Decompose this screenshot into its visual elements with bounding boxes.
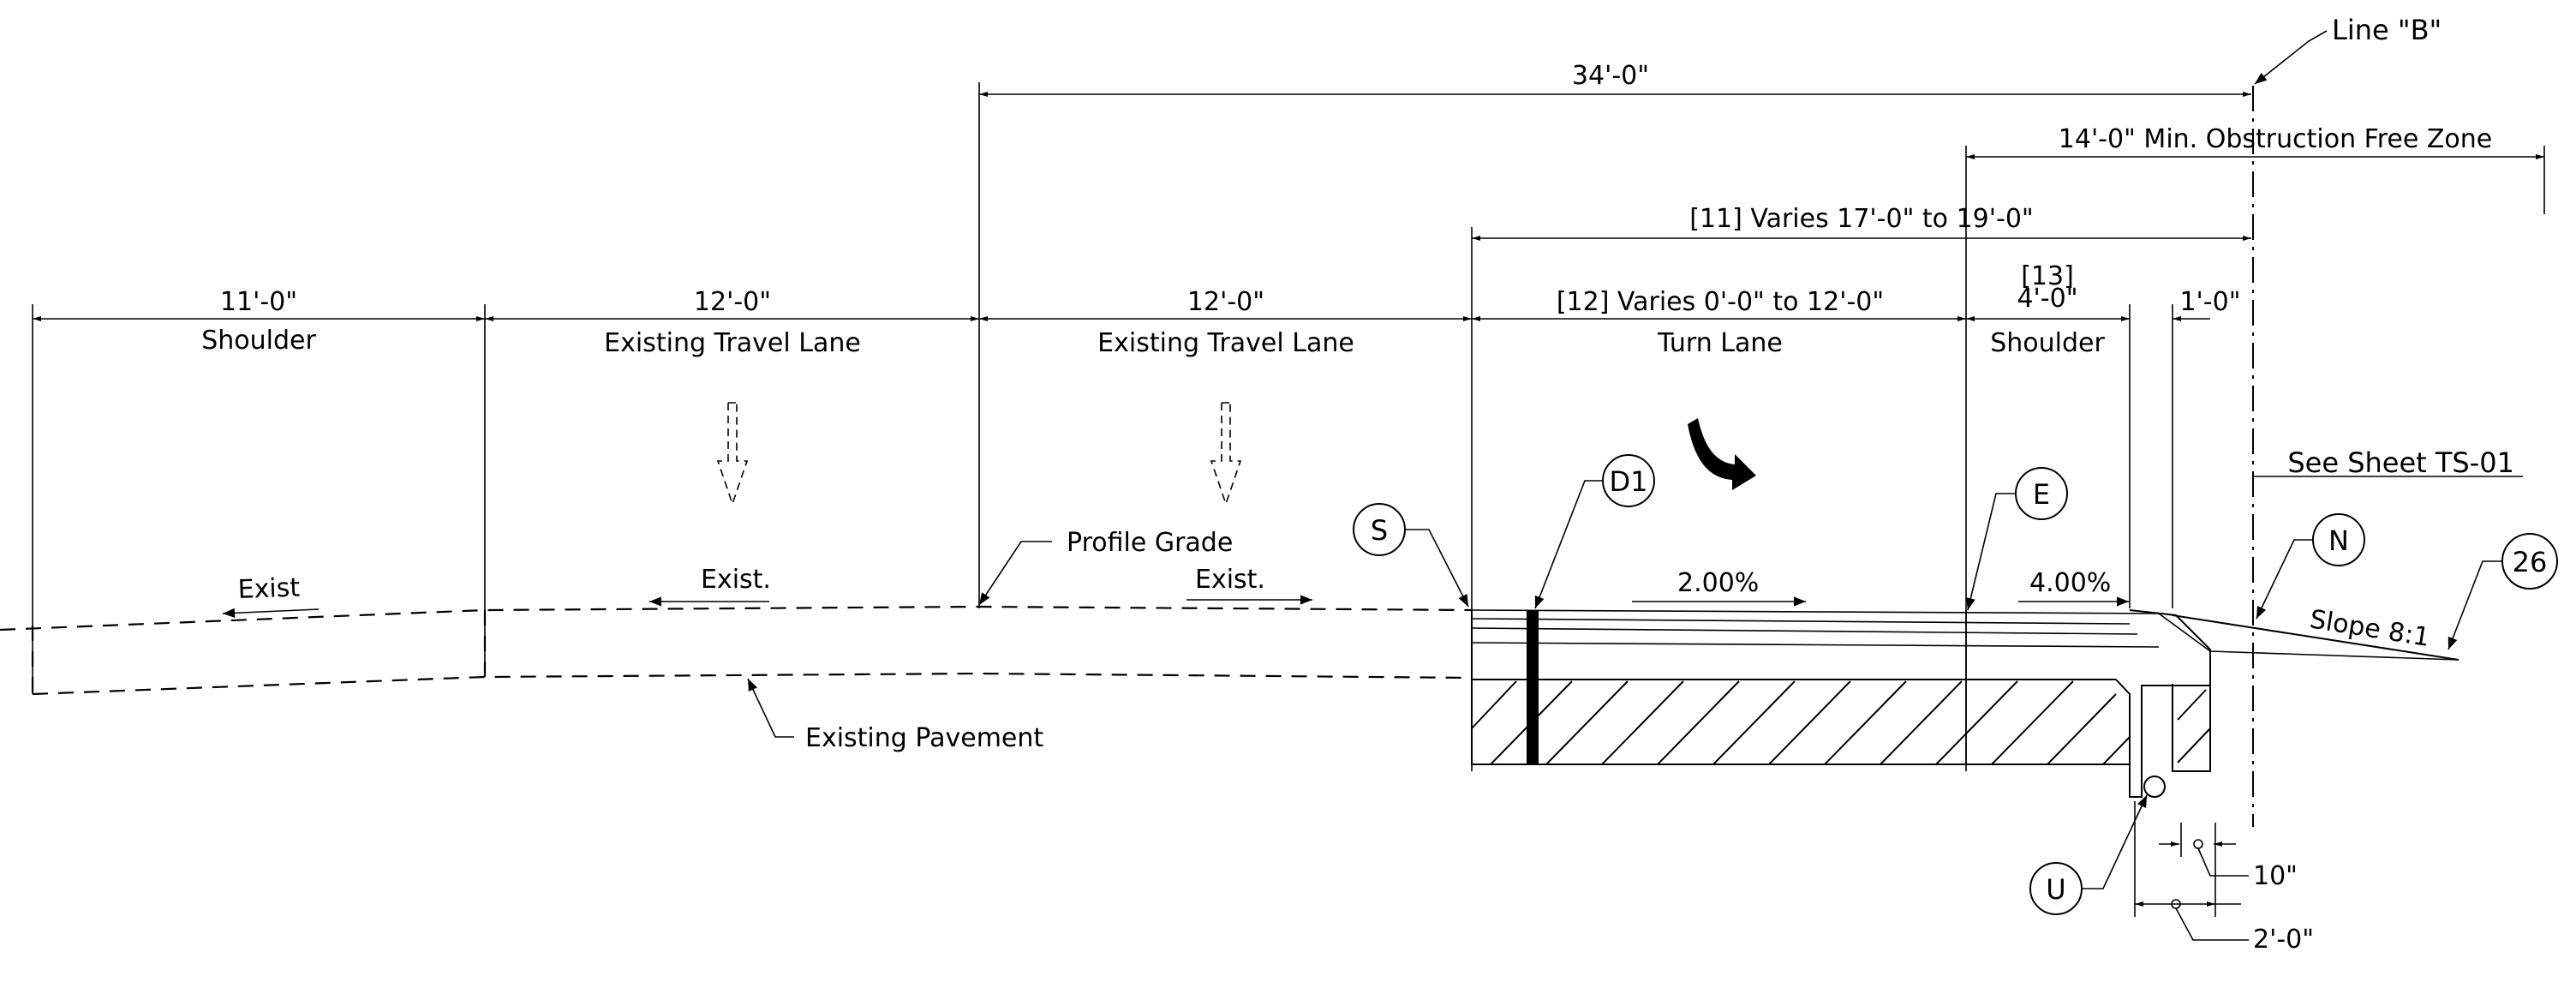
- curb-dim-10in-text: 10": [2253, 861, 2298, 891]
- lane-dimension-row: 11'-0" Shoulder 12'-0" Existing Travel L…: [32, 261, 2241, 694]
- dimension-34ft: 34'-0": [978, 61, 2251, 608]
- callout-d1: D1: [1534, 454, 1655, 609]
- underdrain-icon: [2143, 775, 2166, 798]
- lane-width-shoulder-right: 4'-0": [2017, 284, 2077, 314]
- see-sheet-text: See Sheet TS-01: [2287, 446, 2514, 479]
- lane-width-shoulder-left: 11'-0": [220, 287, 297, 317]
- lane-name-shoulder-right: Shoulder: [1990, 328, 2105, 358]
- slope-exist-left-text: Exist: [237, 572, 301, 605]
- slope-exist-right-text: Exist.: [1195, 565, 1265, 595]
- callout-n: N: [2256, 513, 2365, 620]
- callout-u: U: [2029, 794, 2148, 915]
- obstruction-zone-text: 14'-0" Min. Obstruction Free Zone: [2059, 124, 2492, 154]
- callout-s: S: [1353, 503, 1469, 608]
- see-sheet-note: See Sheet TS-01: [2253, 446, 2523, 479]
- lane-width-turn: [12] Varies 0'-0" to 12'-0": [1557, 287, 1884, 317]
- line-b-leader: Line "B": [2254, 14, 2442, 85]
- line-b-label: Line "B": [2332, 14, 2442, 46]
- lane-width-travel-2: 12'-0": [1187, 287, 1264, 317]
- svg-text:26: 26: [2513, 546, 2548, 578]
- existing-pavement-text: Existing Pavement: [805, 723, 1043, 753]
- slope-exist-right: Exist.: [1186, 565, 1312, 605]
- slope-turn-lane-text: 2.00%: [1677, 568, 1759, 598]
- slope-exist-mid-text: Exist.: [701, 565, 771, 595]
- slope-exist-left: Exist: [222, 572, 320, 618]
- lane-name-travel-2: Existing Travel Lane: [1097, 328, 1354, 358]
- curb-dim-2ft-text: 2'-0": [2253, 925, 2314, 955]
- callout-e: E: [1965, 467, 2068, 611]
- side-slope: [2172, 614, 2459, 661]
- slope-exist-mid: Exist.: [649, 565, 771, 607]
- svg-text:N: N: [2328, 524, 2349, 557]
- slope-turn-lane: 2.00%: [1632, 568, 1806, 607]
- callout-26: 26: [2447, 533, 2558, 650]
- obstruction-zone-dimension: 14'-0" Min. Obstruction Free Zone: [1965, 124, 2545, 771]
- profile-grade-text: Profile Grade: [1067, 528, 1233, 558]
- traffic-arrow-down-icon: [716, 402, 749, 506]
- traffic-arrow-down-icon: [1210, 402, 1242, 506]
- curb-dimension-2ft: 2'-0": [2134, 801, 2314, 955]
- top-dimension-text: 34'-0": [1572, 61, 1649, 91]
- slope-shoulder: 4.00%: [2018, 568, 2129, 607]
- svg-text:U: U: [2046, 873, 2065, 906]
- svg-text:D1: D1: [1610, 465, 1648, 498]
- curb-dimension-10in: 10": [2159, 823, 2298, 891]
- existing-pavement-leader: Existing Pavement: [747, 678, 1043, 753]
- svg-text:S: S: [1371, 514, 1388, 547]
- sawcut-d1: [1527, 610, 1539, 764]
- lane-name-travel-1: Existing Travel Lane: [604, 328, 861, 358]
- turn-arrow-icon: [1688, 418, 1756, 490]
- lane-name-turn: Turn Lane: [1657, 328, 1783, 358]
- existing-pavement-lines: [0, 605, 1473, 696]
- proposed-pavement-section: [1471, 609, 2211, 798]
- lane-width-travel-1: 12'-0": [694, 287, 771, 317]
- varies-11-text: [11] Varies 17'-0" to 19'-0": [1689, 204, 2033, 234]
- lane-note-13: [13]: [2021, 261, 2074, 291]
- lane-name-shoulder-left: Shoulder: [201, 326, 316, 356]
- profile-grade-leader: Profile Grade: [978, 528, 1233, 606]
- small-dimension-1ft: 1'-0": [2179, 287, 2240, 317]
- svg-text:E: E: [2033, 478, 2050, 511]
- slope-shoulder-text: 4.00%: [2029, 568, 2111, 598]
- base-course-hatch: [1471, 680, 2211, 765]
